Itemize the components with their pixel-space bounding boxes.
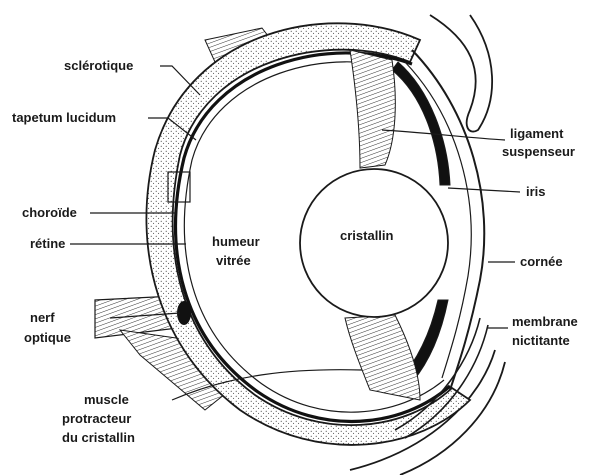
label-ligament-2: suspenseur <box>502 144 575 159</box>
label-muscle-3: du cristallin <box>62 430 135 445</box>
label-cristallin: cristallin <box>340 228 394 243</box>
suspensory-ligament-bottom <box>345 315 420 400</box>
label-tapetum: tapetum lucidum <box>12 110 116 125</box>
label-sclerotique: sclérotique <box>64 58 133 73</box>
suspensory-ligament-top <box>350 50 395 168</box>
label-muscle-2: protracteur <box>62 411 131 426</box>
label-humeur-2: vitrée <box>216 253 251 268</box>
label-membrane-1: membrane <box>512 314 578 329</box>
label-ligament-1: ligament <box>510 126 564 141</box>
label-nerf-1: nerf <box>30 310 55 325</box>
upper-eyelid <box>430 15 492 132</box>
label-cornee: cornée <box>520 254 563 269</box>
lens <box>300 169 448 317</box>
label-iris: iris <box>526 184 546 199</box>
label-membrane-2: nictitante <box>512 333 570 348</box>
label-nerf-2: optique <box>24 330 71 345</box>
label-retine: rétine <box>30 236 65 251</box>
label-choroide: choroïde <box>22 205 77 220</box>
label-muscle-1: muscle <box>84 392 129 407</box>
label-humeur-1: humeur <box>212 234 260 249</box>
